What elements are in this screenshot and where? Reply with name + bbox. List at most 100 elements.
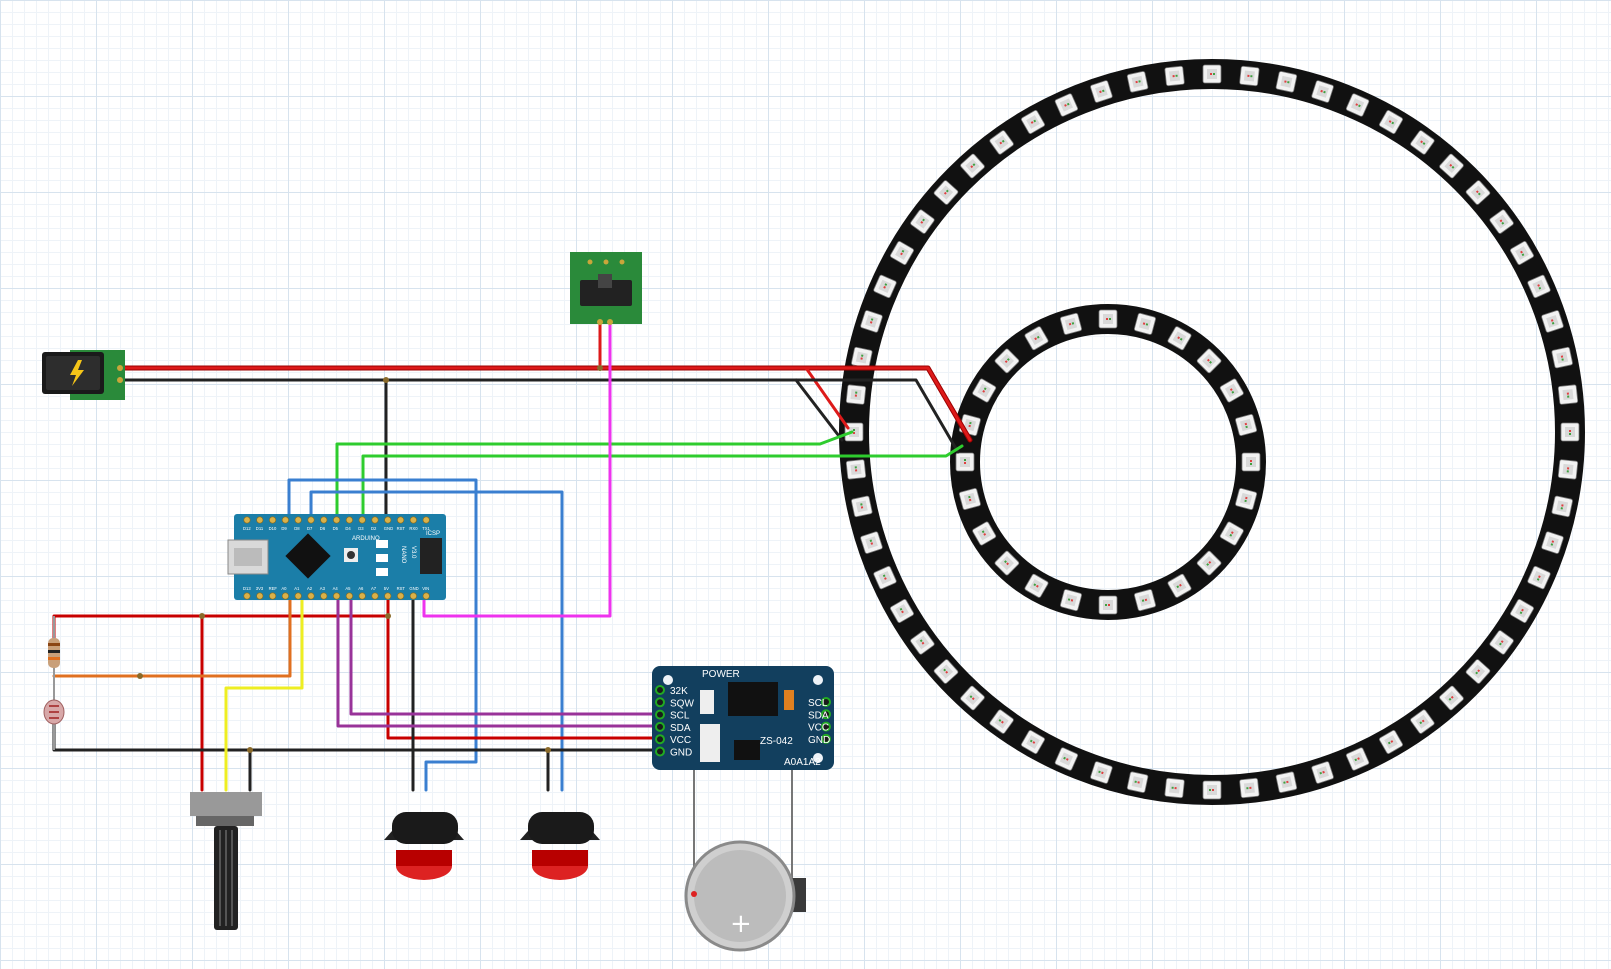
led-pixel: [1275, 71, 1298, 93]
arduino-pin: [397, 592, 405, 600]
rtc-pin-label: SQW: [670, 698, 694, 709]
led-pixel: [1021, 110, 1045, 134]
switch-vin-wire: [422, 320, 612, 618]
led-pixel: [1090, 80, 1113, 103]
push-button-1[interactable]: [384, 812, 464, 880]
arduino-pin-label: D13: [243, 586, 251, 591]
led-pixel: [994, 550, 1020, 576]
led-pixel: [1439, 153, 1464, 179]
led-pixel: [1510, 241, 1534, 265]
rtc-pin: [655, 697, 665, 708]
arduino-pin-label: RX0: [409, 526, 418, 531]
sda-wire: [336, 594, 658, 728]
led-pixel: [933, 659, 959, 684]
arduino-pin: [397, 516, 405, 524]
led-pixel: [1557, 459, 1579, 480]
led-pixel: [1311, 80, 1334, 103]
led-pixel: [873, 274, 897, 299]
arduino-pin-label: A3: [320, 586, 326, 591]
led-pixel: [994, 348, 1020, 374]
ground-wire-main: [123, 378, 960, 454]
arduino-pin-label: D2: [371, 526, 377, 531]
led-pixel: [1345, 747, 1370, 771]
led-pixel: [1541, 531, 1564, 554]
arduino-pin-label: A5: [345, 586, 351, 591]
arduino-pin-label: D8: [294, 526, 300, 531]
arduino-pin-label: VIN: [422, 586, 429, 591]
resistor: [48, 616, 60, 676]
slide-switch[interactable]: [570, 252, 642, 325]
led-pixel: [989, 130, 1014, 155]
led-pixel: [1527, 274, 1551, 299]
led-pixel: [1465, 659, 1491, 684]
led-pixel: [1560, 422, 1580, 442]
led-pixel: [910, 209, 935, 234]
led-pixel: [890, 599, 914, 623]
led-pixel: [851, 346, 873, 369]
arduino-pin: [307, 516, 315, 524]
arduino-pin: [281, 516, 289, 524]
led-pixel: [1239, 65, 1260, 87]
arduino-pin-label: D11: [256, 526, 264, 531]
arduino-pin: [269, 592, 277, 600]
arduino-pin-label: A6: [358, 586, 364, 591]
arduino-pin-label: D4: [345, 526, 351, 531]
led-pixel: [1196, 348, 1222, 374]
led-pixel: [1551, 346, 1573, 369]
rtc-pin: [821, 709, 831, 720]
rtc-pin-label: SDA: [670, 723, 691, 734]
inner-ring-leds: [955, 309, 1261, 615]
arduino-pin-label: D7: [307, 526, 313, 531]
button1-signal-wire: [287, 478, 478, 792]
arduino-pin: [294, 592, 302, 600]
arduino-pin: [320, 592, 328, 600]
photoresistor: [43, 676, 65, 750]
led-pixel: [1311, 761, 1334, 784]
button2-signal-wire: [309, 490, 564, 792]
led-pixel: [960, 685, 985, 711]
led-pixel: [1410, 709, 1435, 734]
led-pixel: [989, 709, 1014, 734]
rtc-pin-label: 32K: [670, 686, 688, 697]
led-pixel: [1126, 71, 1149, 93]
ldr-signal-wire: [52, 594, 292, 678]
led-pixel: [1551, 495, 1573, 518]
led-pixel: [1164, 777, 1185, 799]
led-pixel: [1054, 747, 1079, 771]
led-pixel: [1557, 384, 1579, 405]
rtc-pin: [655, 709, 665, 720]
arduino-pin: [422, 592, 430, 600]
led-pixel: [1098, 309, 1118, 329]
arduino-pin-label: A7: [371, 586, 377, 591]
arduino-pin: [358, 592, 366, 600]
led-pixel: [1060, 589, 1082, 612]
led-pixel: [1379, 730, 1403, 754]
arduino-pin-label: D12: [243, 526, 251, 531]
coin-cell-battery: +: [684, 840, 806, 952]
led-pixel: [1527, 565, 1551, 590]
arduino-pin: [409, 592, 417, 600]
led-pixel: [972, 378, 997, 403]
rtc-pin: [655, 734, 665, 745]
led-pixel: [1202, 780, 1222, 800]
wires: [52, 320, 973, 905]
power-wire-outer: [598, 366, 850, 430]
arduino-pin: [358, 516, 366, 524]
potentiometer[interactable]: [190, 792, 262, 930]
arduino-pin-label: A0: [281, 586, 287, 591]
led-pixel: [1541, 310, 1564, 333]
led-pixel: [1024, 326, 1049, 351]
arduino-pin: [409, 516, 417, 524]
arduino-pin-label: A4: [333, 586, 339, 591]
push-button-2[interactable]: [520, 812, 600, 880]
rtc-pin-label: SCL: [670, 711, 690, 722]
arduino-model: NANO: [400, 546, 406, 564]
vcc-wire-rtc: [386, 614, 658, 740]
led-pixel: [958, 488, 981, 510]
led-pixel: [845, 459, 867, 480]
